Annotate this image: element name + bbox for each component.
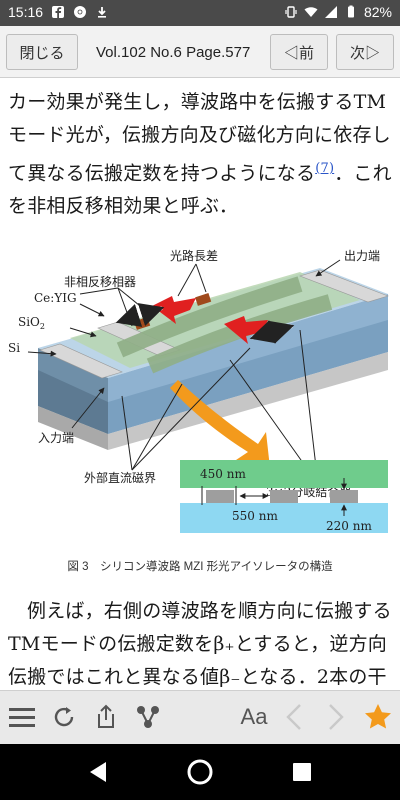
label-path-difference: 光路長差	[170, 248, 218, 263]
article-content: カー効果が発生し，導波路中を伝搬するTMモード光が，伝搬方向及び磁化方向に依存し…	[0, 78, 400, 690]
nav-home-icon[interactable]	[184, 756, 216, 788]
facebook-icon	[52, 6, 65, 18]
red-field-arrow	[152, 296, 196, 324]
white-double-arrow	[249, 320, 295, 344]
article-paragraph: カー効果が発生し，導波路中を伝搬するTMモード光が，伝搬方向及び磁化方向に依存し…	[8, 86, 394, 223]
cross-section-inset: 450 nm 550 nm 220 nm	[180, 460, 388, 533]
menu-icon[interactable]	[4, 699, 40, 735]
forward-arrow-icon[interactable]	[318, 699, 354, 735]
label-field: 外部直流磁界	[84, 470, 156, 485]
paragraph-text: カー効果が発生し，導波路中を伝搬するTMモード光が，伝搬方向及び磁化方向に依存し…	[8, 91, 391, 185]
next-page-button[interactable]: 次▷	[336, 34, 394, 70]
battery-percent: 82%	[363, 4, 392, 20]
wifi-icon	[304, 7, 318, 17]
vibrate-icon	[285, 6, 297, 18]
reference-link[interactable]: (7)	[315, 161, 335, 176]
label-sio2: SiO2	[18, 315, 45, 331]
system-navigation-bar	[0, 744, 400, 800]
label-nonreciprocal-shifter: 非相反移相器	[64, 275, 136, 289]
nav-recents-icon[interactable]	[286, 756, 318, 788]
battery-icon	[347, 5, 354, 18]
phase-shifter-pad	[195, 293, 212, 306]
star-icon[interactable]	[360, 699, 396, 735]
article-paragraph: 例えば，右側の導波路を順方向に伝搬するTMモードの伝搬定数をβ₊とすると，逆方向…	[8, 600, 392, 688]
label-output: 出力端	[344, 249, 380, 263]
refresh-icon[interactable]	[46, 699, 82, 735]
dim-550: 550 nm	[232, 509, 278, 523]
chrome-icon	[74, 6, 87, 18]
prev-page-button[interactable]: ◁前	[270, 34, 328, 70]
si-waveguides	[39, 269, 389, 379]
dim-450: 450 nm	[200, 467, 246, 481]
label-ceyig: Ce:YIG	[34, 291, 77, 305]
label-input: 入力端	[38, 431, 74, 445]
cellular-icon	[324, 6, 337, 18]
label-si: Si	[8, 341, 20, 355]
font-size-icon[interactable]: Aa	[240, 704, 268, 729]
figure-caption: 図 3 シリコン導波路 MZI 形光アイソレータの構造	[67, 561, 333, 573]
status-bar: 15:16 82%	[0, 0, 400, 26]
nav-back-icon[interactable]	[82, 756, 114, 788]
isolator-structure-figure: 非相反移相器 光路長差 出力端 Ce:YIG SiO2 Si 入力端 3×2分岐…	[8, 248, 389, 533]
status-time: 15:16	[8, 4, 44, 20]
share-icon[interactable]	[88, 699, 124, 735]
back-arrow-icon[interactable]	[276, 699, 312, 735]
network-icon[interactable]	[130, 699, 166, 735]
paragraph-text-tail: ．これを非相反移相効果と呼ぶ．	[8, 162, 392, 218]
dim-220: 220 nm	[326, 519, 372, 533]
close-button[interactable]: 閉じる	[6, 34, 78, 70]
reader-toolbar: 閉じる Vol.102 No.6 Page.577 ◁前 次▷	[0, 26, 400, 78]
zoom-arrow	[170, 380, 270, 468]
white-double-arrow	[115, 303, 165, 327]
bottom-toolbar: Aa	[0, 690, 400, 744]
download-icon	[98, 7, 107, 18]
issue-page-title: Vol.102 No.6 Page.577	[96, 43, 251, 61]
